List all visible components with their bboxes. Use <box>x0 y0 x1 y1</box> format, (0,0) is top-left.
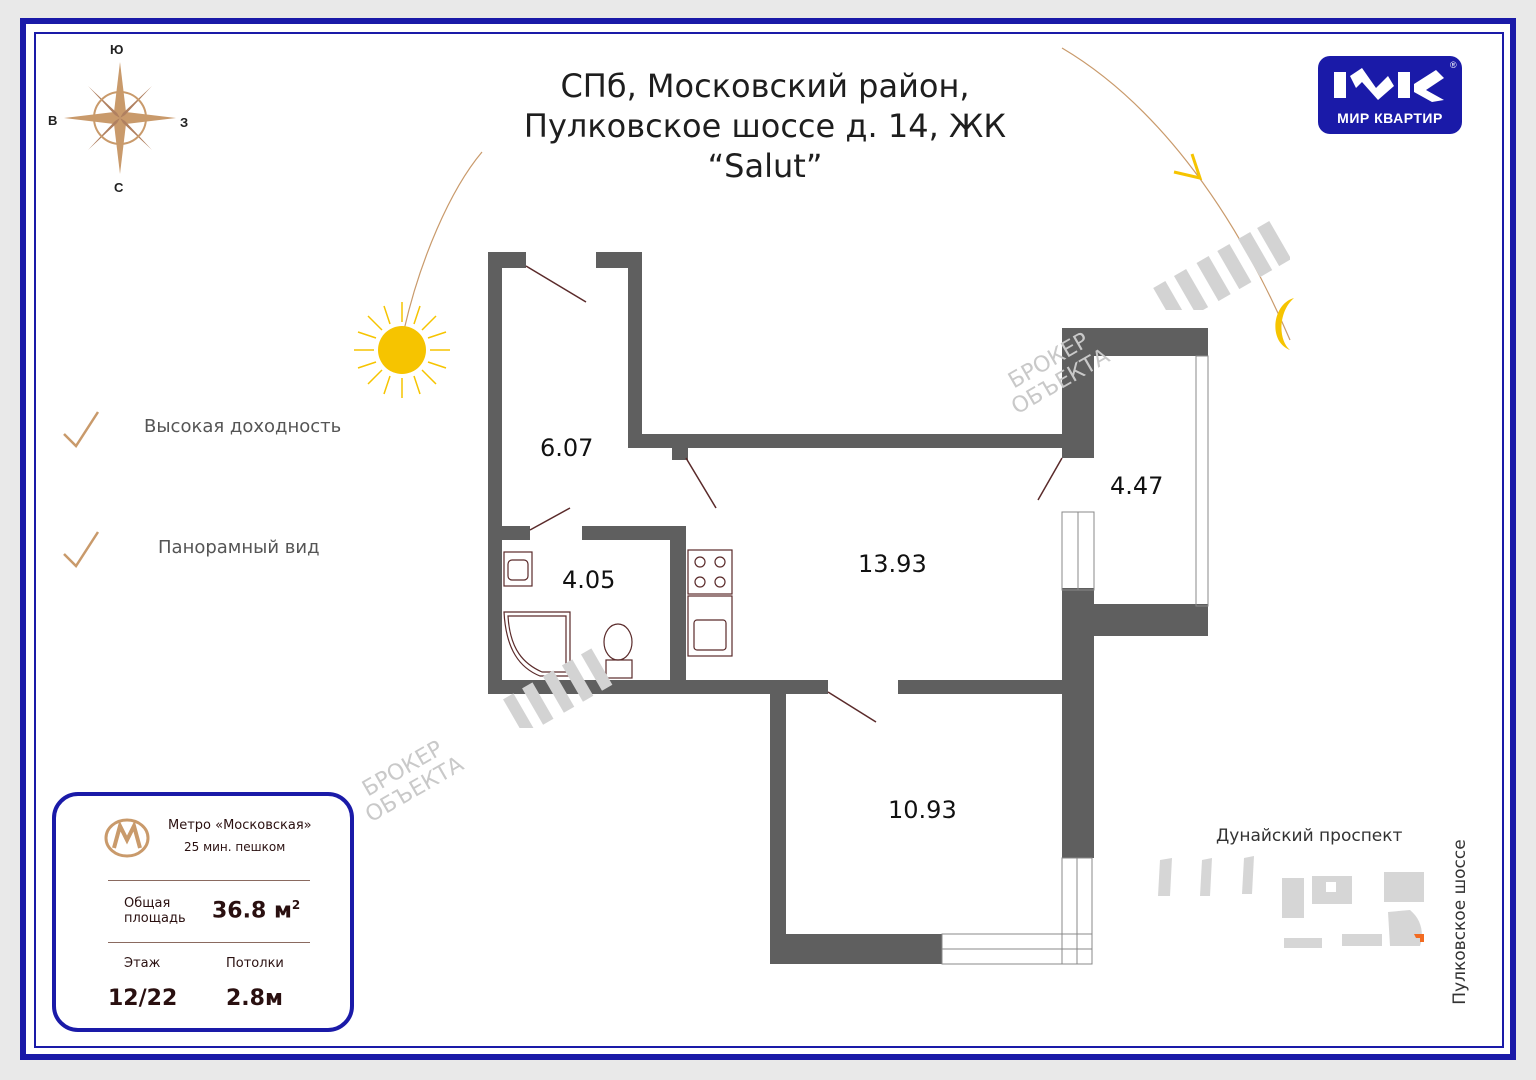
arrow-icon <box>1173 153 1203 181</box>
room-area-bathroom: 4.05 <box>562 566 616 594</box>
brand-mark-icon <box>1334 68 1444 102</box>
divider <box>108 880 310 881</box>
location-marker-icon <box>1414 934 1424 942</box>
windows <box>941 355 1209 965</box>
compass-north-label: С <box>114 180 124 195</box>
kitchen-fixtures <box>687 549 733 657</box>
map-buildings <box>1158 856 1424 948</box>
inner-frame <box>34 32 1504 1048</box>
street-label-dunaysky: Дунайский проспект <box>1216 826 1403 846</box>
compass-east-label: В <box>48 113 58 128</box>
room-area-bedroom: 10.93 <box>888 796 957 824</box>
feature-label-income: Высокая доходность <box>144 416 342 437</box>
brand-name: МИР КВАРТИР <box>1337 110 1443 126</box>
total-area-label-1: Общая <box>124 896 171 911</box>
map-courtyard <box>1326 882 1336 892</box>
outer-frame <box>20 18 1516 1060</box>
watermark-logo-icon <box>1153 220 1290 310</box>
divider <box>108 942 310 943</box>
ceiling-value: 2.8м <box>226 986 283 1011</box>
location-map <box>1158 856 1424 948</box>
ceiling-label: Потолки <box>226 956 284 971</box>
compass-south-label: Ю <box>110 42 124 57</box>
address-line-2: Пулковское шоссе д. 14, ЖК “Salut” <box>523 107 1007 185</box>
compass-west-label: З <box>180 115 189 130</box>
brand-logo: МИР КВАРТИР <box>1318 56 1462 134</box>
metro-time: 25 мин. пешком <box>184 840 286 854</box>
checkmark-icon <box>63 411 100 448</box>
room-area-balcony: 4.47 <box>1110 472 1164 500</box>
street-label-pulkovskoe: Пулковское шоссе <box>1450 839 1470 1005</box>
floor-label: Этаж <box>124 956 161 971</box>
watermark-logo-icon <box>503 648 613 728</box>
registered-icon: ® <box>1450 60 1457 70</box>
moon-icon <box>1275 298 1294 350</box>
metro-icon <box>104 818 150 858</box>
checkmark-icon <box>63 531 100 568</box>
door-lines <box>525 265 1063 723</box>
total-area-label-2: площадь <box>124 911 186 926</box>
walls <box>488 252 1208 964</box>
feature-label-view: Панорамный вид <box>158 537 320 558</box>
total-area-value: 36.8 м2 <box>212 898 300 923</box>
address-line-1: СПб, Московский район, <box>560 67 970 105</box>
info-card: Метро «Московская» 25 мин. пешком Общая … <box>52 792 354 1032</box>
address-title: СПб, Московский район, Пулковское шоссе … <box>470 66 1060 186</box>
floor-value: 12/22 <box>108 986 178 1011</box>
total-area-unit-sup: 2 <box>291 898 301 912</box>
sun-icon <box>354 302 450 398</box>
room-area-corridor: 6.07 <box>540 434 594 462</box>
room-area-kitchen-living: 13.93 <box>858 550 927 578</box>
compass-rose-icon <box>64 62 176 174</box>
metro-name: Метро «Московская» <box>168 818 312 833</box>
total-area-number: 36.8 м <box>212 898 292 924</box>
